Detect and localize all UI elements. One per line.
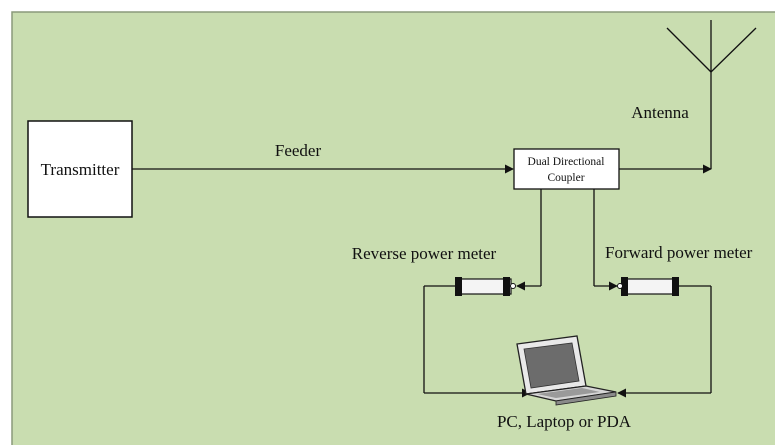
antenna-icon: Antenna xyxy=(631,20,757,122)
antenna-label: Antenna xyxy=(631,103,689,122)
reverse-coupled-line xyxy=(516,189,542,291)
computer-label: PC, Laptop or PDA xyxy=(497,412,632,431)
coupler-label-line2: Coupler xyxy=(547,172,584,184)
laptop-icon xyxy=(516,335,617,406)
forward-power-meter-label: Forward power meter xyxy=(605,243,753,262)
forward-data-line xyxy=(617,285,712,398)
feeder-line: Feeder xyxy=(132,141,514,174)
diagram-background xyxy=(11,11,775,445)
forward-coupled-line xyxy=(593,189,618,291)
transmitter-block: Transmitter xyxy=(27,120,133,218)
reverse-power-meter-label: Reverse power meter xyxy=(352,244,497,263)
reverse-power-meter-icon xyxy=(455,277,516,296)
antenna-feed-line xyxy=(619,72,712,174)
transmitter-label: Transmitter xyxy=(41,160,120,179)
coupler-block: Dual Directional Coupler xyxy=(513,148,620,190)
reverse-data-line xyxy=(423,285,531,398)
feeder-label: Feeder xyxy=(275,141,322,160)
coupler-label-line1: Dual Directional xyxy=(528,156,605,168)
forward-power-meter-icon xyxy=(617,277,679,296)
